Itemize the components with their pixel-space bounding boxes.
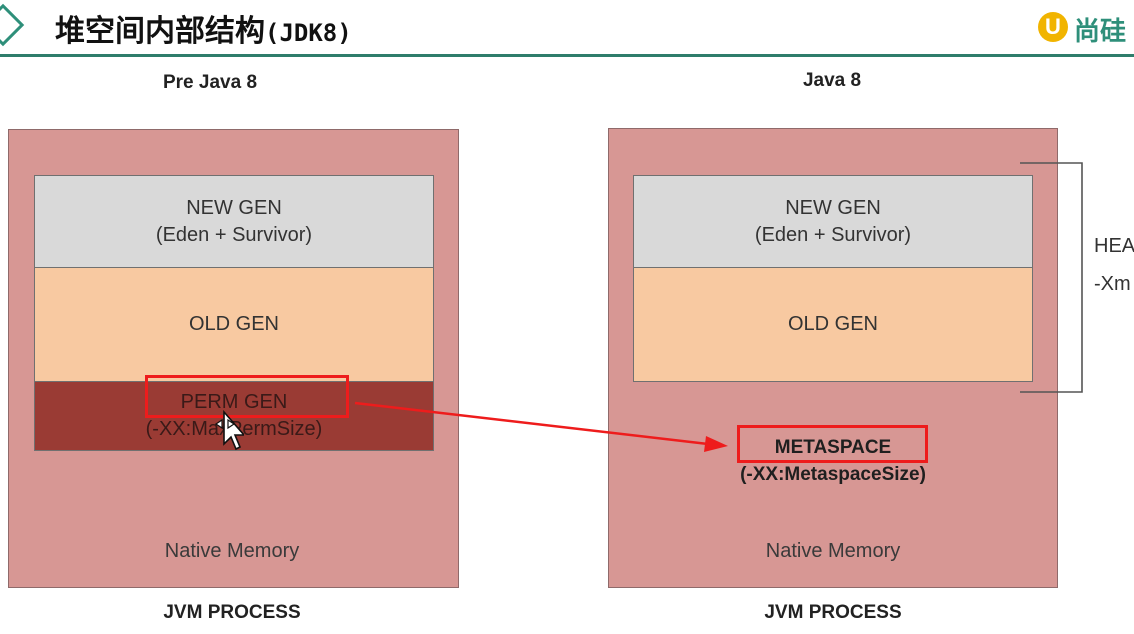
right-old-gen: OLD GEN bbox=[633, 268, 1033, 382]
metaspace-block: METASPACE (-XX:MetaspaceSize) bbox=[683, 434, 983, 488]
header-divider bbox=[0, 54, 1134, 57]
right-column-title: Java 8 bbox=[802, 70, 862, 91]
right-new-gen-sub: (Eden + Survivor) bbox=[754, 223, 912, 246]
left-old-gen: OLD GEN bbox=[34, 268, 434, 382]
logo-text: 尚硅 bbox=[1074, 16, 1127, 46]
heap-bracket bbox=[1020, 162, 1083, 393]
metaspace-sub: (-XX:MetaspaceSize) bbox=[740, 464, 926, 485]
slide-header bbox=[0, 0, 1134, 56]
logo-icon: U bbox=[1038, 12, 1068, 42]
perm-gen-highlight-box bbox=[145, 375, 349, 418]
right-old-gen-label: OLD GEN bbox=[787, 313, 879, 335]
slide-title: 堆空间内部结构(JDK8) bbox=[55, 6, 352, 50]
left-new-gen: NEW GEN (Eden + Survivor) bbox=[34, 175, 434, 268]
right-new-gen-label: NEW GEN bbox=[785, 196, 881, 219]
left-footer-label: JVM PROCESS bbox=[163, 602, 301, 623]
left-new-gen-label: NEW GEN bbox=[186, 196, 282, 219]
metaspace-highlight-box bbox=[737, 425, 928, 463]
metaspace-label: METASPACE bbox=[774, 437, 892, 458]
title-suffix: (JDK8) bbox=[265, 19, 352, 47]
right-native-memory: Native Memory bbox=[765, 540, 901, 562]
left-column-title: Pre Java 8 bbox=[162, 72, 258, 93]
right-new-gen: NEW GEN (Eden + Survivor) bbox=[633, 175, 1033, 268]
heap-label: HEA bbox=[1094, 235, 1134, 257]
left-old-gen-label: OLD GEN bbox=[188, 313, 280, 335]
left-new-gen-sub: (Eden + Survivor) bbox=[155, 223, 313, 246]
right-footer-label: JVM PROCESS bbox=[764, 602, 902, 623]
left-perm-gen-label: PERM GEN bbox=[180, 391, 288, 413]
heap-option: -Xm bbox=[1094, 273, 1131, 295]
title-main: 堆空间内部结构 bbox=[55, 15, 265, 48]
left-native-memory: Native Memory bbox=[164, 540, 300, 562]
mouse-cursor-icon bbox=[214, 410, 244, 451]
